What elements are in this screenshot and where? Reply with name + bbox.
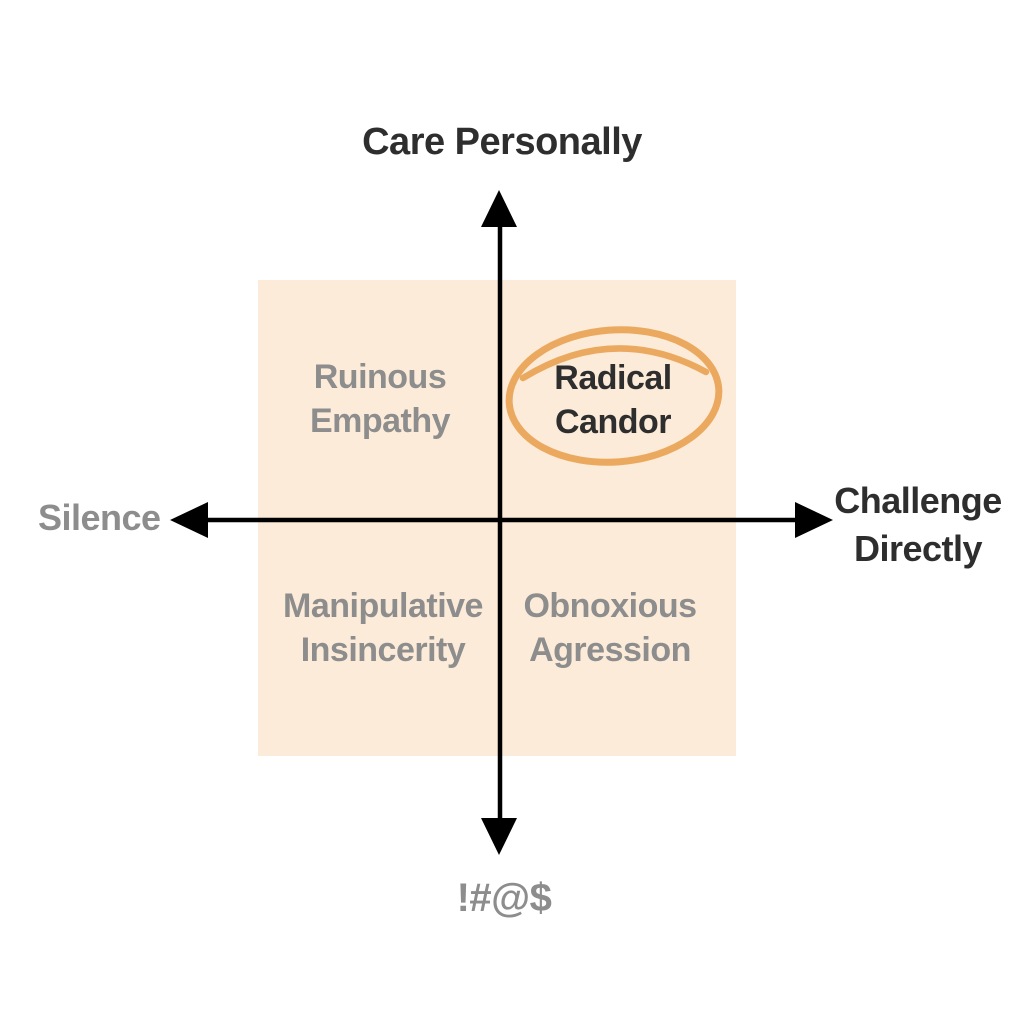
quadrant-label-line: Empathy [309,402,451,440]
quadrant-label-line: Manipulative [283,587,483,625]
highlight-ring-ellipse [505,326,723,466]
quadrant-label-line: Candor [554,403,672,441]
axis-label-bottom: !#@$ [456,876,552,920]
axis-label-right-line2: Directly [853,528,983,569]
quadrant-label-line: Obnoxious [523,587,697,625]
axis-label-right-line1: Challenge [834,480,1002,521]
axis-label-right: Challenge Directly [834,477,1002,573]
axis-label-left: Silence [38,497,161,538]
quadrant-label-line: Insincerity [300,631,466,669]
axis-label-top: Care Personally [362,121,642,163]
up-arrowhead-icon [481,190,517,227]
quadrant-label-ruinous-empathy: Ruinous Empathy [309,355,451,443]
left-arrowhead-icon [170,502,208,538]
highlight-ring-overlap-stroke [519,345,710,382]
down-arrowhead-icon [481,818,517,855]
quadrant-label-manipulative-insincerity: Manipulative Insincerity [283,584,483,672]
quadrant-label-radical-candor: Radical Candor [554,356,672,444]
quadrant-label-obnoxious-agression: Obnoxious Agression [523,584,697,672]
right-arrowhead-icon [795,502,833,538]
quadrant-label-line: Radical [554,359,672,397]
quadrant-label-line: Ruinous [313,358,447,396]
quadrant-label-line: Agression [529,631,691,669]
